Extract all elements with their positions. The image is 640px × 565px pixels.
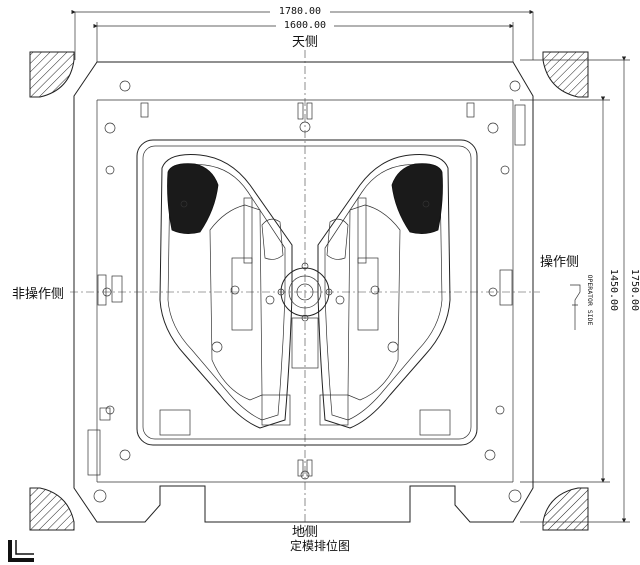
corner-block-top-right xyxy=(542,51,589,98)
overall-height-value: 1750.00 xyxy=(629,269,640,311)
guide-holes xyxy=(93,80,522,503)
operator-side-mark: OPERATOR SIDE xyxy=(570,275,594,330)
drawing-caption: 定模排位图 xyxy=(290,538,350,553)
slider-right xyxy=(357,257,379,331)
dimension-inner-width: 1600.00 xyxy=(93,18,514,62)
corner-block-bottom-left xyxy=(29,487,75,531)
centerlines xyxy=(70,50,540,535)
rib-right xyxy=(357,197,367,264)
corner-block-bottom-right xyxy=(542,487,589,531)
grille-left xyxy=(167,163,219,234)
dimension-inner-height: 1450.00 xyxy=(520,96,619,483)
bottom-side-label: 地侧 xyxy=(292,525,318,540)
slider-left xyxy=(231,257,253,331)
cavity-left xyxy=(159,154,293,429)
operator-side-label: 操作侧 xyxy=(540,254,579,270)
mold-pocket xyxy=(136,139,478,446)
top-side-label: 天侧 xyxy=(292,35,318,50)
dimension-overall-width: 1780.00 xyxy=(71,4,534,60)
grille-right xyxy=(391,163,443,234)
corner-mark-icon xyxy=(8,540,34,562)
inner-height-value: 1450.00 xyxy=(608,269,619,311)
inner-width-value: 1600.00 xyxy=(284,20,326,31)
corner-block-top-left xyxy=(29,51,75,98)
non-operator-side-label: 非操作侧 xyxy=(12,286,64,302)
cavity-right xyxy=(317,154,451,429)
water-connectors xyxy=(87,102,526,477)
sprue-bushing xyxy=(277,262,333,369)
rib-left xyxy=(243,197,253,264)
overall-width-value: 1780.00 xyxy=(279,6,321,17)
operator-side-en-label: OPERATOR SIDE xyxy=(586,275,594,326)
